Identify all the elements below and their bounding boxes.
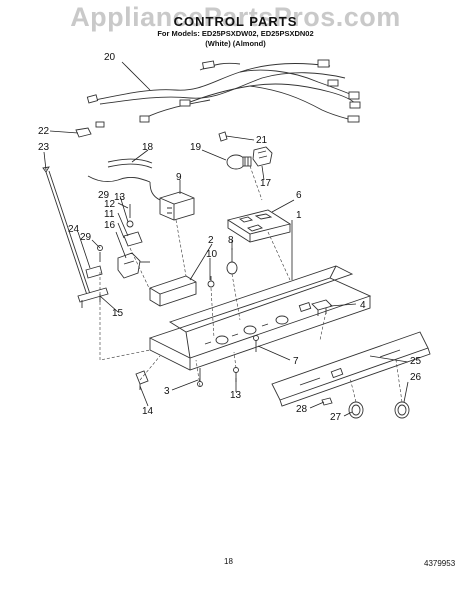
- watermark: AppliancePartsPros.com: [70, 2, 401, 32]
- page-title: CONTROL PARTS: [173, 14, 298, 29]
- model-list: For Models: ED25PSXDW02, ED25PSXDN02: [157, 29, 314, 38]
- wire-harness-part: [86, 59, 361, 128]
- callout-leaders: [43, 61, 409, 417]
- clip-small-part: [218, 131, 228, 142]
- callout-20: 20: [104, 52, 116, 63]
- document-number: 4379953: [424, 559, 456, 568]
- callout-22: 22: [38, 126, 50, 137]
- callout-17: 17: [260, 178, 272, 189]
- callout-18: 18: [142, 142, 154, 153]
- callout-24: 24: [68, 224, 80, 235]
- callout-29-low: 29: [80, 232, 92, 243]
- callout-26: 26: [410, 372, 422, 383]
- knob-assembly-group: [321, 397, 410, 419]
- knob-part: [226, 248, 238, 275]
- callout-11: 11: [104, 209, 115, 220]
- callout-10: 10: [206, 249, 218, 260]
- lamp-bulb-part: [226, 154, 252, 170]
- control-housing-part: [148, 265, 372, 371]
- callout-14: 14: [142, 406, 154, 417]
- callout-19: 19: [190, 142, 202, 153]
- front-panel-part: [271, 331, 431, 407]
- page-number: 18: [224, 557, 233, 566]
- callout-29-top: 29: [98, 190, 110, 201]
- callout-23: 23: [38, 142, 50, 153]
- callout-21: 21: [256, 135, 268, 146]
- callout-27: 27: [330, 412, 342, 423]
- callout-15: 15: [112, 308, 124, 319]
- callout-13-low: 13: [230, 390, 242, 401]
- callout-12: 12: [104, 199, 116, 210]
- assembly-guide-lines: [99, 165, 403, 403]
- callout-1: 1: [296, 210, 302, 221]
- callout-16: 16: [104, 220, 116, 231]
- color-list: (White) (Almond): [205, 39, 266, 48]
- callout-8: 8: [228, 235, 234, 246]
- callout-25: 25: [410, 356, 422, 367]
- callout-9: 9: [176, 172, 182, 183]
- lower-hardware-group: [135, 367, 239, 390]
- housing-screw-part: [253, 335, 259, 352]
- screw-part: [207, 276, 215, 288]
- screw-bracket-group: [117, 204, 150, 279]
- lamp-socket-part: [252, 146, 273, 167]
- control-board-part: [226, 209, 292, 243]
- callout-labels: 20 22 23 18 19 21 17 9 13 29 12 11 16 6 …: [38, 52, 422, 423]
- tube-part: [107, 158, 153, 169]
- callout-6: 6: [296, 190, 302, 201]
- mount-bracket-part: [149, 275, 197, 307]
- callout-3: 3: [164, 386, 170, 397]
- callout-4: 4: [360, 300, 366, 311]
- callout-7: 7: [293, 356, 299, 367]
- callout-2: 2: [208, 235, 214, 246]
- callout-28: 28: [296, 404, 308, 415]
- callout-13-top: 13: [114, 192, 126, 203]
- clip-part: [75, 127, 92, 138]
